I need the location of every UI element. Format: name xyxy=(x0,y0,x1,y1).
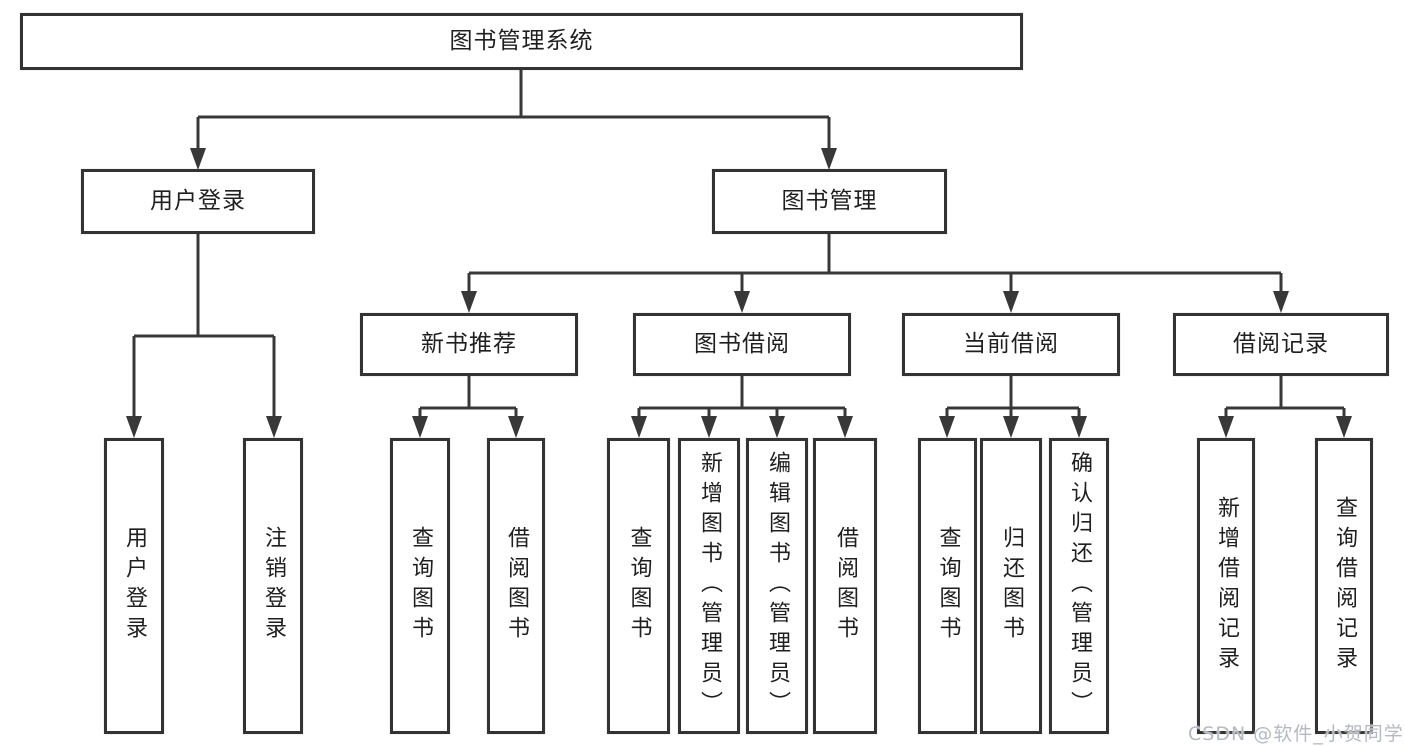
arrow-down-icon xyxy=(412,416,428,438)
arrow-down-icon xyxy=(1003,416,1019,438)
arrow-down-icon xyxy=(1071,416,1087,438)
node-current-borrow: 当前借阅 xyxy=(902,313,1120,376)
connector-book-management-children xyxy=(461,233,1289,313)
node-borrow-records: 借阅记录 xyxy=(1173,313,1389,376)
arrow-down-icon xyxy=(939,416,955,438)
connector-new-book-recommend-children xyxy=(412,376,524,438)
node-leaf-add-borrow-record: 新增借阅记录 xyxy=(1197,438,1255,734)
node-leaf-query-books-recommend: 查询图书 xyxy=(390,438,450,734)
arrow-down-icon xyxy=(461,291,477,313)
node-leaf-query-borrow-record: 查询借阅记录 xyxy=(1315,438,1373,734)
arrow-down-icon xyxy=(1003,291,1019,313)
connector-root-to-level2 xyxy=(190,70,837,170)
connector-current-borrow-children xyxy=(939,376,1087,438)
arrow-down-icon xyxy=(266,416,282,438)
arrow-down-icon xyxy=(190,148,206,170)
arrow-down-icon xyxy=(508,416,524,438)
node-library-management-system: 图书管理系统 xyxy=(20,13,1023,70)
node-leaf-query-books-borrow: 查询图书 xyxy=(607,438,670,734)
arrow-down-icon xyxy=(1336,416,1352,438)
node-book-management: 图书管理 xyxy=(712,169,947,234)
arrow-down-icon xyxy=(701,416,717,438)
node-new-book-recommend: 新书推荐 xyxy=(360,313,578,376)
node-leaf-user-login: 用户登录 xyxy=(104,438,164,734)
node-leaf-query-books-current: 查询图书 xyxy=(918,438,977,734)
arrow-down-icon xyxy=(837,416,853,438)
arrow-down-icon xyxy=(126,416,142,438)
node-user-login: 用户登录 xyxy=(81,169,315,234)
csdn-watermark: CSDN @软件_小贺同学 xyxy=(1188,723,1404,745)
node-leaf-edit-books-admin: 编辑图书（管理员） xyxy=(746,438,808,734)
connector-book-borrow-children xyxy=(631,376,853,438)
node-book-borrow: 图书借阅 xyxy=(633,313,851,376)
connector-borrow-records-children xyxy=(1218,376,1352,438)
node-leaf-confirm-return-admin: 确认归还（管理员） xyxy=(1049,438,1109,734)
arrow-down-icon xyxy=(1273,291,1289,313)
node-leaf-logout: 注销登录 xyxy=(243,438,303,734)
arrow-down-icon xyxy=(821,148,837,170)
arrow-down-icon xyxy=(1218,416,1234,438)
arrow-down-icon xyxy=(734,291,750,313)
arrow-down-icon xyxy=(769,416,785,438)
node-leaf-borrow-books: 借阅图书 xyxy=(813,438,877,734)
node-leaf-return-books: 归还图书 xyxy=(980,438,1042,734)
connector-user-login-children xyxy=(126,233,282,438)
arrow-down-icon xyxy=(631,416,647,438)
node-leaf-borrow-books-recommend: 借阅图书 xyxy=(487,438,545,734)
node-leaf-add-books-admin: 新增图书（管理员） xyxy=(678,438,740,734)
